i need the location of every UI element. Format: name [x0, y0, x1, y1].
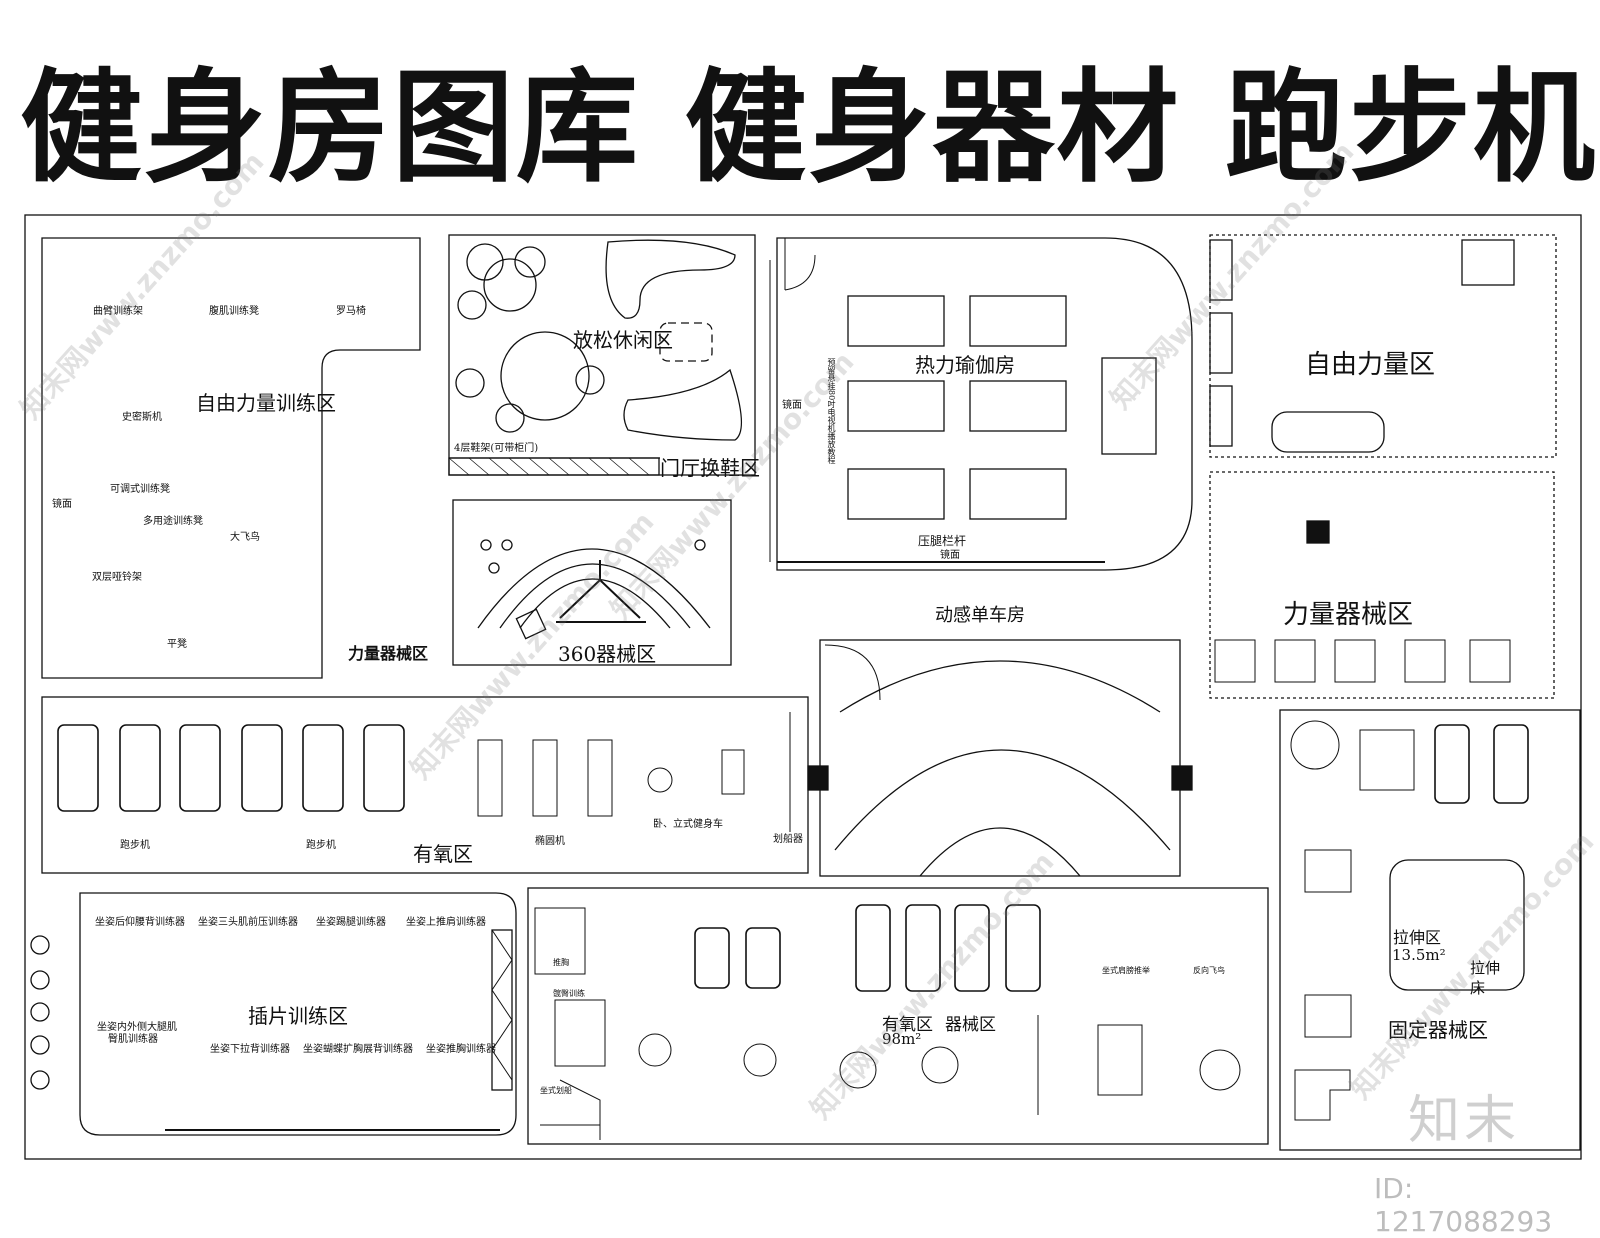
rower-label: 划船器: [773, 834, 803, 845]
free-strength-zone-label: 自由力量区: [1305, 350, 1436, 380]
multi-bench-label: 多用途训练凳: [143, 516, 203, 527]
seated-shoulder-press-label: 坐式肩膀推举: [1102, 966, 1150, 975]
stretch-bed-label-2: 床: [1470, 979, 1486, 997]
treadmill-label-1: 跑步机: [120, 840, 150, 851]
strength-equipment-area: [1209, 471, 1555, 699]
treadmill-label-2: 跑步机: [306, 840, 336, 851]
cardio-area: [41, 696, 809, 874]
cardio-zone-label: 有氧区: [413, 842, 473, 866]
reverse-fly-label: 反向飞鸟: [1193, 966, 1225, 975]
image-id: ID: 1217088293: [1374, 1172, 1553, 1238]
fixed-equipment-area: [1279, 709, 1581, 1151]
stretch-zone-label: 拉伸区: [1393, 928, 1442, 947]
mirror-label: 镜面: [52, 499, 72, 510]
fixed-equip-zone-label: 固定器械区: [1388, 1018, 1488, 1042]
free-weight-training-zone-label: 自由力量训练区: [196, 391, 336, 415]
zone-360-label: 360器械区: [558, 642, 657, 666]
zone-360-area: [452, 499, 732, 666]
seated-leg-kick-label: 坐姿踢腿训练器: [316, 917, 386, 928]
plate-zone-label: 插片训练区: [248, 1004, 348, 1028]
stretch-area: [1389, 859, 1525, 991]
seated-back-ext-label: 坐姿后仰腰背训练器: [95, 917, 185, 928]
bikes-label: 卧、立式健身车: [653, 819, 723, 830]
spin-room: [819, 639, 1181, 877]
crossover-label: 大飞鸟: [230, 532, 260, 543]
double-dumbbell-rack-label: 双层哑铃架: [92, 572, 142, 583]
elliptical-label: 椭圆机: [535, 836, 565, 847]
area-98-label: 98m²: [882, 1030, 922, 1048]
free-strength-area: [1209, 234, 1557, 458]
lounge-zone-label: 放松休闲区: [573, 328, 673, 352]
tv-note-label: 预留悬挂80吋电视机播放教程: [827, 358, 836, 465]
leg-press-bar-label: 压腿栏杆: [918, 534, 967, 548]
hot-yoga-room: [776, 237, 1193, 571]
flat-bench-label: 平凳: [167, 639, 187, 650]
free-weight-training-area: [41, 237, 421, 679]
shoe-rack-label: 4层鞋架(可带柜门): [454, 443, 539, 454]
brand-logo: 知末: [1408, 1091, 1521, 1151]
seated-triceps-label: 坐姿三头肌前压训练器: [198, 917, 298, 928]
cardio-equip-zone-label: 有氧区: [882, 1015, 933, 1035]
seated-adductor-label-1: 坐姿内外侧大腿肌: [97, 1022, 177, 1033]
strength-equipment-zone-label: 力量器械区: [1283, 600, 1414, 630]
adjustable-bench-label: 可调式训练凳: [110, 484, 170, 495]
smith-machine-label: 史密斯机: [122, 412, 162, 423]
seated-chest-label: 坐姿推胸训练器: [426, 1044, 496, 1055]
lobby-shoe-zone-label: 门厅换鞋区: [660, 456, 760, 480]
hot-yoga-label: 热力瑜伽房: [915, 353, 1015, 377]
strength-zone-small-label: 力量器械区: [348, 644, 429, 663]
mirror-bottom-label: 镜面: [940, 550, 960, 561]
roman-chair-label: 罗马椅: [336, 306, 366, 317]
seated-adductor-label-2: 臀肌训练器: [108, 1034, 158, 1045]
cardio-equipment-area: [527, 887, 1269, 1145]
spin-room-label: 动感单车房: [935, 605, 1025, 626]
mirror-side-label: 镜面: [782, 400, 802, 411]
curl-rack-label: 曲臂训练架: [93, 306, 143, 317]
equip-zone-label: 器械区: [945, 1015, 996, 1035]
chest-press-label: 推胸: [553, 958, 569, 967]
seated-pulldown-label: 坐姿下拉背训练器: [210, 1044, 290, 1055]
ab-bench-label: 腹肌训练凳: [209, 306, 259, 317]
seated-fly-label: 坐姿蝴蝶扩胸展背训练器: [303, 1044, 413, 1055]
seated-row-label: 坐式划船: [540, 1086, 572, 1095]
plate-training-area: [79, 892, 517, 1136]
glute-train-label: 髋臀训练: [553, 989, 585, 998]
stretch-area-label: 13.5m²: [1392, 946, 1446, 964]
stretch-bed-label-1: 拉伸: [1470, 959, 1501, 977]
seated-shoulder-label: 坐姿上推肩训练器: [406, 917, 486, 928]
page-title: 健身房图库 健身器材 跑步机: [20, 57, 1597, 199]
